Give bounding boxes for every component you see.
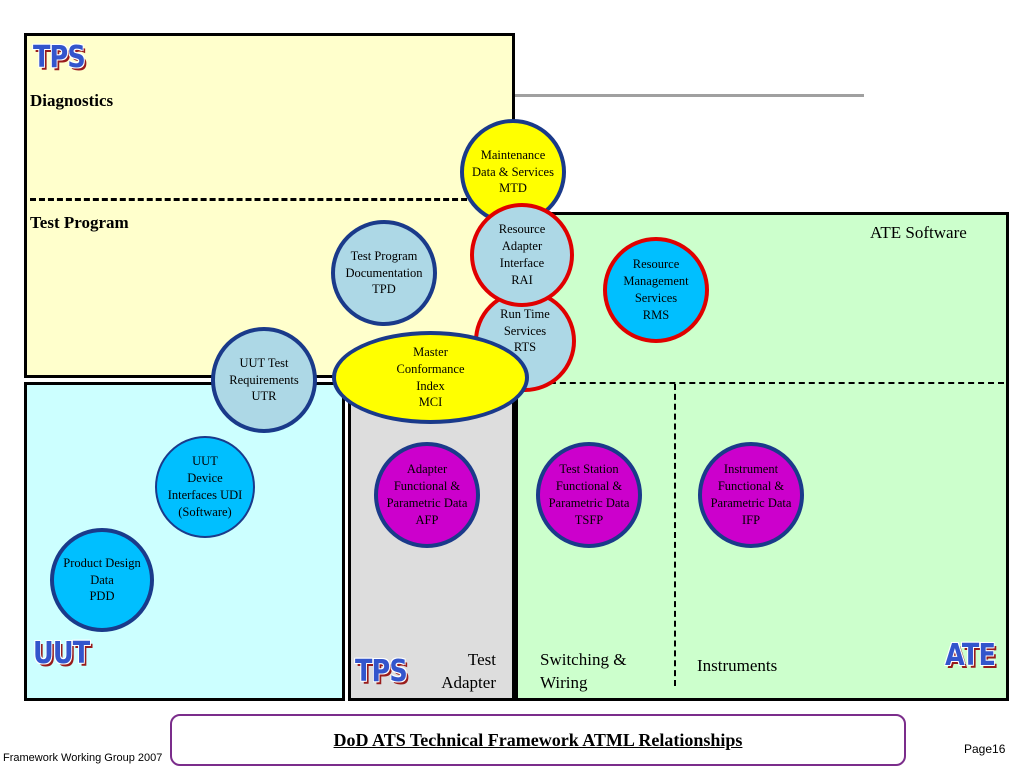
footer-left-text: Framework Working Group 2007: [3, 752, 163, 764]
test-adapter-label: Test Adapter: [441, 650, 496, 692]
footer-title-box: DoD ATS Technical Framework ATML Relatio…: [170, 714, 906, 766]
footer-title: DoD ATS Technical Framework ATML Relatio…: [333, 729, 743, 750]
uut-logo: UUT: [33, 636, 90, 671]
ate-logo: ATE: [945, 638, 996, 673]
pdd-node: Product Design Data PDD: [50, 528, 154, 632]
tsfp-node: Test Station Functional & Parametric Dat…: [536, 442, 642, 548]
ate-divider: [520, 382, 1004, 384]
ifp-node: Instrument Functional & Parametric Data …: [698, 442, 804, 548]
rms-node: Resource Management Services RMS: [603, 237, 709, 343]
rai-label: Resource Adapter Interface RAI: [498, 222, 546, 287]
tps-region: [24, 33, 515, 378]
switching-wiring-label: Switching & Wiring: [540, 650, 627, 692]
pdd-label: Product Design Data PDD: [63, 555, 141, 604]
test-program-label: Test Program: [30, 213, 129, 232]
ate-software-label: ATE Software: [870, 223, 967, 242]
diagnostics-label: Diagnostics: [30, 91, 114, 110]
udi-label: UUT Device Interfaces UDI (Software): [167, 454, 243, 519]
afp-node: Adapter Functional & Parametric Data AFP: [374, 442, 480, 548]
tps-logo-top: TPS: [33, 40, 86, 75]
tpd-label: Test Program Documentation TPD: [345, 248, 423, 297]
ifp-label: Instrument Functional & Parametric Data …: [710, 462, 792, 527]
mci-node: Master Conformance Index MCI: [332, 331, 529, 424]
gray-line: [512, 94, 864, 97]
mtd-label: Maintenance Data & Services MTD: [472, 147, 554, 196]
rts-label: Run Time Services RTS: [500, 306, 550, 355]
utr-node: UUT Test Requirements UTR: [211, 327, 317, 433]
mci-label: Master Conformance Index MCI: [396, 344, 465, 410]
page-number: Page16: [964, 742, 1006, 756]
tps-logo-bottom: TPS: [355, 654, 408, 689]
tsfp-label: Test Station Functional & Parametric Dat…: [548, 462, 630, 527]
afp-label: Adapter Functional & Parametric Data AFP: [386, 462, 468, 527]
udi-node: UUT Device Interfaces UDI (Software): [155, 436, 255, 538]
switching-instruments-divider: [674, 384, 676, 686]
rai-node: Resource Adapter Interface RAI: [470, 203, 574, 307]
tps-divider: [30, 198, 485, 201]
instruments-label: Instruments: [697, 656, 778, 675]
rms-label: Resource Management Services RMS: [623, 257, 689, 322]
utr-label: UUT Test Requirements UTR: [229, 355, 299, 404]
tpd-node: Test Program Documentation TPD: [331, 220, 437, 326]
